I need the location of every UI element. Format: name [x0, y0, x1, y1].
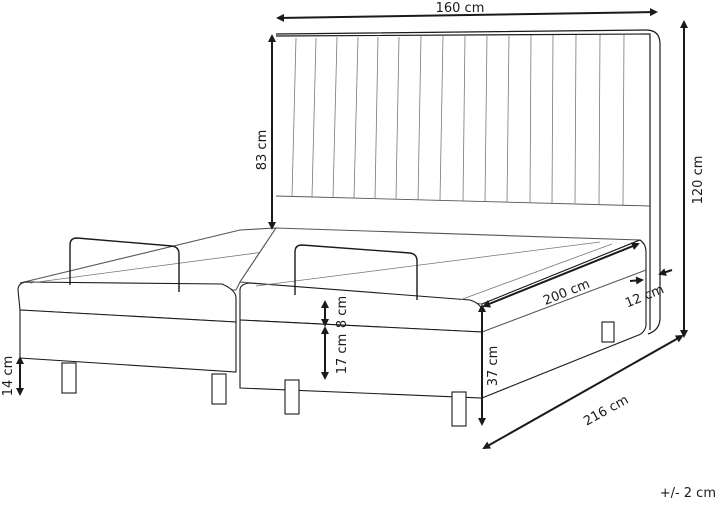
depth-arrow-in [629, 276, 644, 285]
width-arrow [276, 8, 658, 22]
right-bed-base [239, 227, 647, 427]
left-rail [69, 237, 180, 292]
length-arrow [482, 242, 640, 308]
leg [61, 362, 77, 394]
total-length-label: 216 cm [581, 393, 631, 430]
base-label: 17 cm [335, 334, 350, 375]
headboard-channels [291, 34, 625, 206]
leg [451, 391, 467, 427]
right-rail [294, 244, 418, 300]
side-rails [69, 237, 418, 300]
left-bed-base [17, 227, 401, 405]
leg [211, 373, 227, 405]
topper-label: 8 cm [335, 296, 350, 328]
bed-height-label: 37 cm [486, 346, 501, 387]
headboard [275, 29, 661, 335]
leg [284, 379, 300, 415]
width-label: 160 cm [436, 1, 485, 16]
headboard-height-label: 83 cm [255, 130, 270, 171]
leg [601, 321, 615, 343]
total-height-label: 120 cm [691, 156, 706, 205]
depth-arrow-out [658, 268, 673, 276]
leg-height-label: 14 cm [1, 356, 16, 397]
total-length-arrow [482, 335, 684, 449]
tolerance-note: +/- 2 cm [659, 486, 716, 501]
